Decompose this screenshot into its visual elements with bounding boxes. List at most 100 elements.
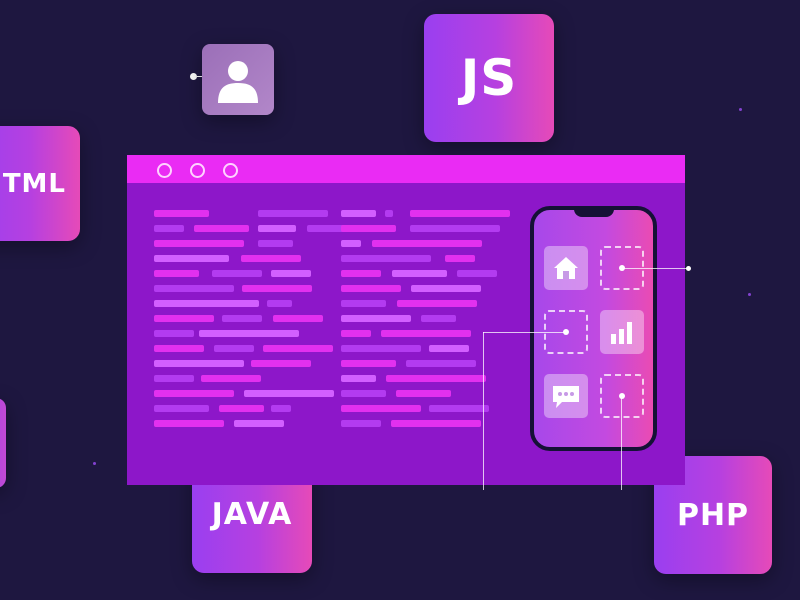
code-line — [445, 255, 475, 262]
code-line — [258, 225, 296, 232]
window-button[interactable] — [157, 163, 172, 178]
js-label: JS — [460, 49, 518, 107]
code-line — [341, 375, 376, 382]
code-line — [154, 390, 234, 397]
code-line — [386, 375, 486, 382]
code-line — [341, 225, 396, 232]
code-line — [381, 330, 471, 337]
sparkle — [93, 462, 96, 465]
code-line — [219, 405, 264, 412]
code-line — [154, 345, 204, 352]
home-app-tile — [544, 246, 588, 290]
user-icon — [218, 60, 258, 103]
code-line — [396, 390, 451, 397]
connector-dot — [686, 266, 691, 271]
connector-dot — [190, 73, 197, 80]
user-tile — [202, 44, 274, 115]
placeholder-tile — [600, 374, 644, 418]
code-line — [429, 405, 489, 412]
js-tile: JS — [424, 14, 554, 142]
connector-line — [483, 332, 567, 333]
code-line — [154, 210, 209, 217]
sparkle — [739, 108, 742, 111]
code-line — [410, 210, 510, 217]
code-line — [271, 270, 311, 277]
code-line — [154, 330, 194, 337]
code-line — [154, 270, 199, 277]
code-line — [267, 300, 292, 307]
code-line — [341, 345, 421, 352]
code-line — [222, 315, 262, 322]
partial-tile — [0, 398, 6, 488]
code-line — [154, 255, 229, 262]
code-line — [154, 285, 234, 292]
code-line — [411, 285, 481, 292]
home-icon — [554, 257, 578, 279]
java-label: JAVA — [211, 496, 293, 532]
code-line — [457, 270, 497, 277]
code-line — [199, 330, 299, 337]
chat-bubble-icon — [553, 386, 579, 408]
bar-chart-icon — [611, 322, 632, 344]
code-line — [244, 390, 334, 397]
code-line — [154, 405, 209, 412]
code-line — [242, 285, 312, 292]
code-line — [154, 240, 244, 247]
editor-title-bar — [127, 155, 685, 183]
code-line — [397, 300, 477, 307]
code-line — [154, 315, 214, 322]
window-button[interactable] — [190, 163, 205, 178]
code-line — [241, 255, 301, 262]
code-line — [271, 405, 291, 412]
code-line — [212, 270, 262, 277]
sparkle — [748, 293, 751, 296]
code-line — [258, 210, 328, 217]
code-line — [307, 225, 367, 232]
code-line — [234, 420, 284, 427]
html-tile: TML — [0, 126, 80, 241]
code-line — [391, 420, 481, 427]
code-line — [385, 210, 393, 217]
code-line — [421, 315, 456, 322]
code-line — [341, 405, 421, 412]
code-line — [392, 270, 447, 277]
code-line — [406, 360, 476, 367]
code-line — [263, 345, 333, 352]
connector-line — [197, 76, 202, 77]
code-line — [154, 375, 194, 382]
connector-line — [483, 332, 484, 490]
code-line — [154, 225, 184, 232]
code-line — [154, 300, 259, 307]
phone-mockup — [530, 206, 657, 451]
code-line — [214, 345, 254, 352]
code-line — [154, 360, 244, 367]
code-line — [341, 300, 386, 307]
code-line — [341, 240, 361, 247]
code-line — [251, 360, 311, 367]
code-line — [194, 225, 249, 232]
window-button[interactable] — [223, 163, 238, 178]
code-line — [429, 345, 469, 352]
code-line — [341, 330, 371, 337]
code-line — [258, 240, 293, 247]
code-line — [341, 270, 381, 277]
html-label: TML — [2, 168, 66, 199]
php-label: PHP — [676, 497, 750, 533]
code-line — [273, 315, 323, 322]
code-line — [154, 420, 224, 427]
code-line — [341, 360, 396, 367]
code-line — [341, 390, 386, 397]
chart-app-tile — [600, 310, 644, 354]
code-line — [341, 420, 381, 427]
code-line — [341, 210, 376, 217]
code-line — [341, 255, 431, 262]
code-line — [201, 375, 261, 382]
chat-app-tile — [544, 374, 588, 418]
code-line — [410, 225, 500, 232]
code-line — [341, 315, 411, 322]
connector-line — [622, 268, 688, 269]
phone-notch — [574, 206, 614, 217]
connector-line — [621, 394, 622, 490]
code-line — [341, 285, 401, 292]
code-line — [372, 240, 482, 247]
